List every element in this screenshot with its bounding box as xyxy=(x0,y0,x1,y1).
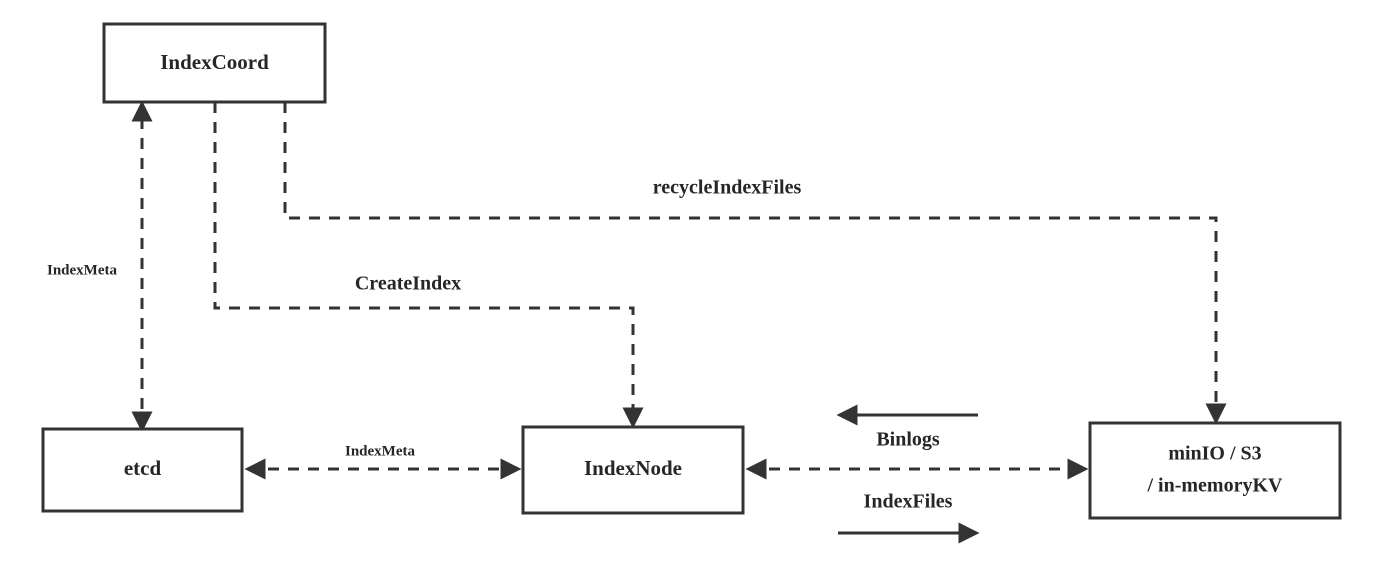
edge-label-indexfiles: IndexFiles xyxy=(864,491,953,513)
node-storage[interactable]: minIO / S3 / in-memoryKV xyxy=(1088,421,1342,520)
edge-label-indexmeta-coord: IndexMeta xyxy=(47,262,117,278)
node-etcd-label: etcd xyxy=(124,456,162,480)
edge-label-createindex: CreateIndex xyxy=(355,273,461,295)
node-indexcoord-box xyxy=(102,22,327,104)
node-etcd-box xyxy=(41,427,244,513)
node-indexnode[interactable]: IndexNode xyxy=(521,425,745,515)
node-indexnode-box xyxy=(521,425,745,515)
connector-createindex xyxy=(213,102,644,429)
node-indexcoord[interactable]: IndexCoord xyxy=(102,22,327,104)
node-storage-box xyxy=(1088,421,1342,520)
edge-label-indexmeta-node: IndexMeta xyxy=(345,443,415,459)
node-indexcoord-label: IndexCoord xyxy=(160,50,269,74)
edge-label-binlogs: Binlogs xyxy=(876,429,940,451)
node-etcd[interactable]: etcd xyxy=(41,427,244,513)
node-storage-label-line1: minIO / S3 xyxy=(1168,443,1261,465)
node-storage-label-line2: / in-memoryKV xyxy=(1147,475,1284,497)
connector-recycleindexfiles xyxy=(283,102,1227,425)
node-indexnode-label: IndexNode xyxy=(584,456,682,480)
edge-label-recycleindexfiles: recycleIndexFiles xyxy=(653,177,802,199)
